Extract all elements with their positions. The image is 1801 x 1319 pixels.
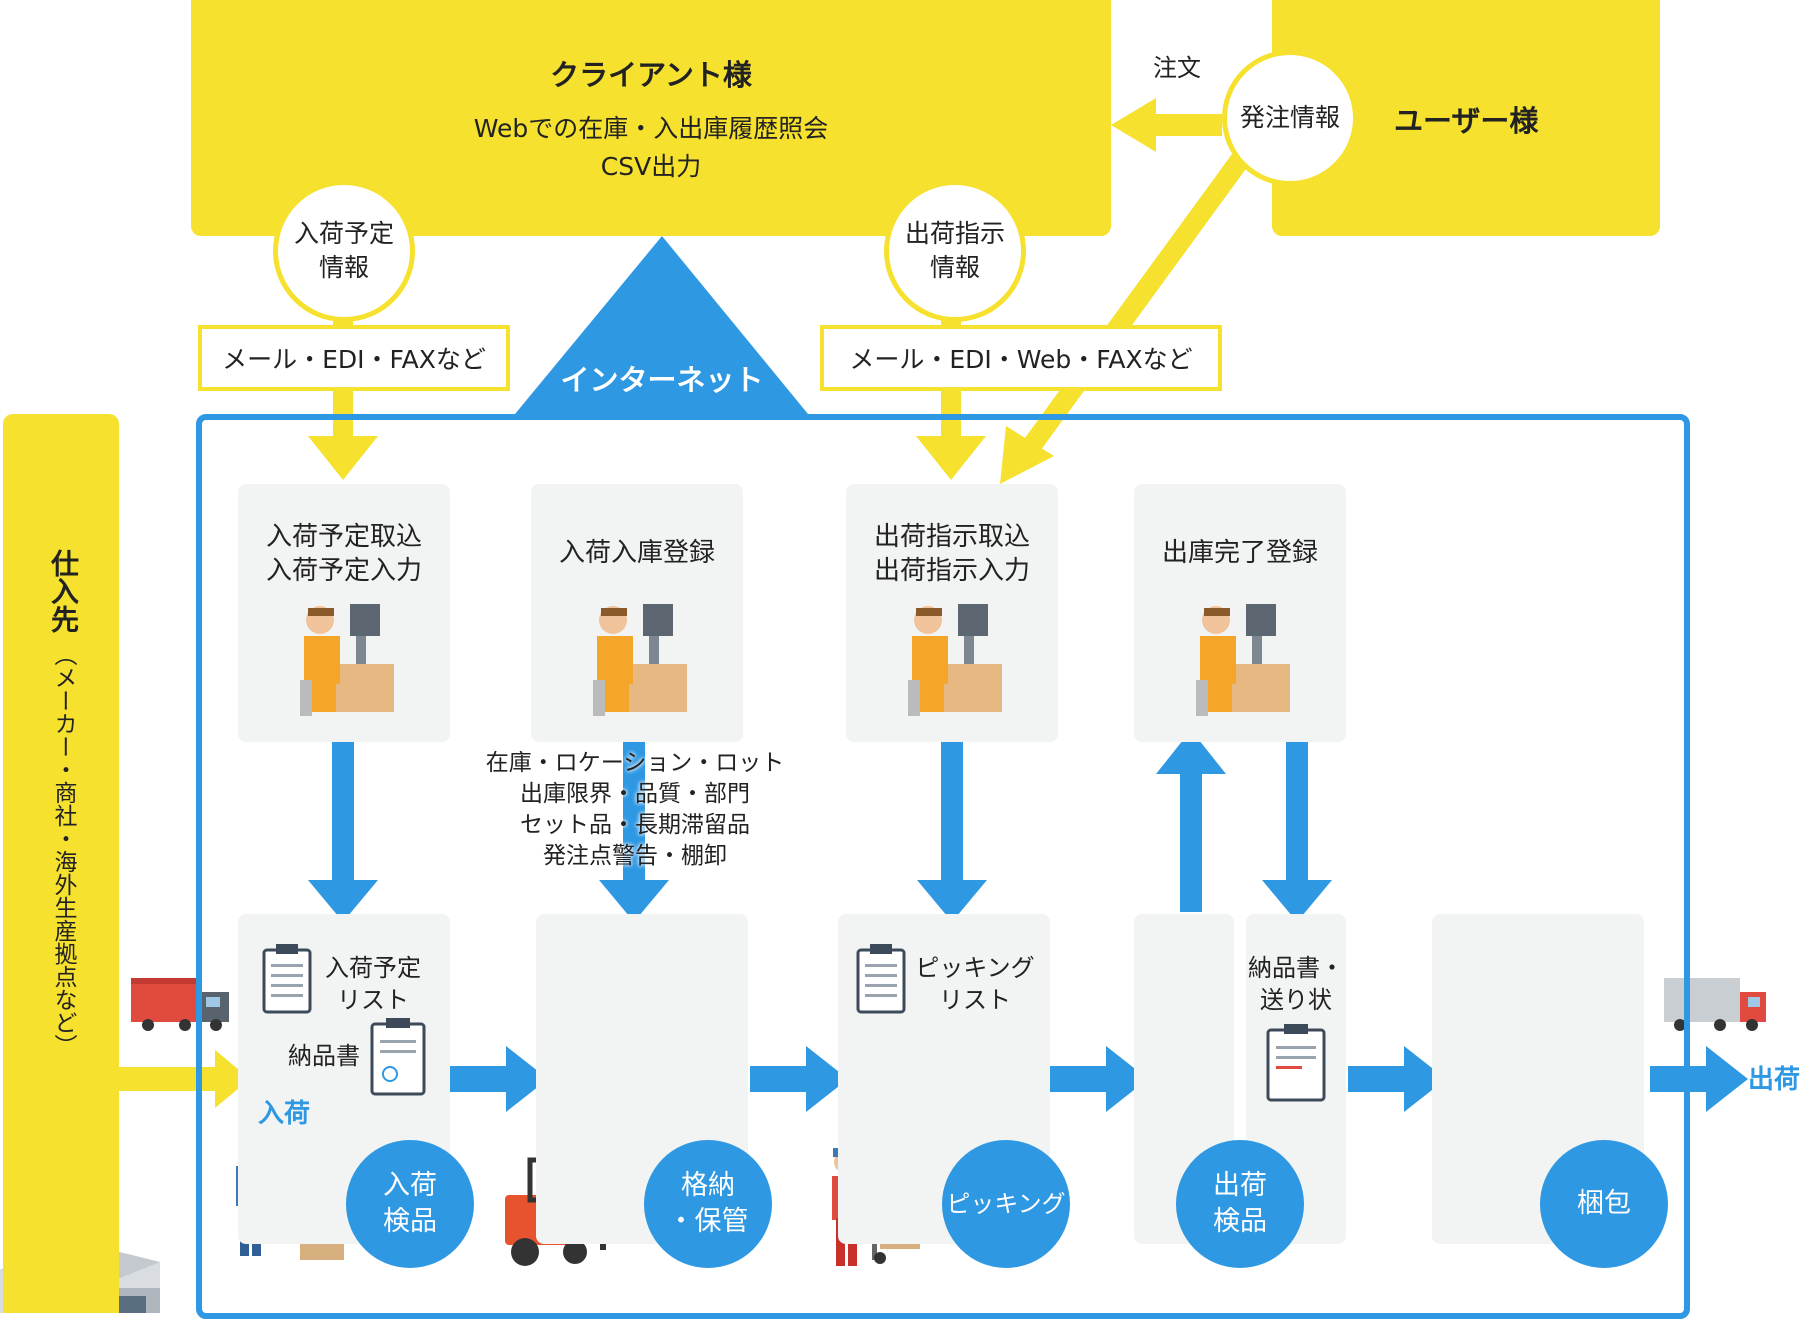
client-feature-csv: CSV出力	[600, 152, 702, 181]
card-receiving-title: 入荷入庫登録	[558, 538, 715, 568]
card-arrival-plan: 入荷予定取込入荷予定入力	[238, 484, 450, 742]
office-worker-icon	[1196, 604, 1290, 716]
shipping-instruction-info-circle: 出荷指示情報	[884, 180, 1026, 322]
inventory-note: 発注点警告・棚卸	[543, 843, 727, 869]
supplier-title: 仕入先	[47, 549, 80, 633]
inventory-note: 出庫限界・品質・部門	[520, 781, 750, 807]
inventory-note: 在庫・ロケーション・ロット	[485, 750, 785, 776]
order-info-arrow	[1021, 154, 1249, 454]
channel-right-box: メール・EDI・Web・FAXなど	[820, 325, 1222, 391]
step-inspection-line1: 入荷	[383, 1170, 437, 1201]
card-shipping-plan: 出荷指示取込出荷指示入力	[846, 484, 1058, 742]
arrival-plan-info-circle: 入荷予定情報	[273, 180, 415, 322]
picking-list-label: ピッキング リスト	[910, 952, 1040, 1016]
outbound-truck-icon	[1664, 978, 1766, 1031]
step-inspection: 入荷検品	[346, 1140, 474, 1268]
channel-left-box: メール・EDI・FAXなど	[198, 325, 510, 391]
arrival-plan-info-line1: 入荷予定	[293, 219, 394, 248]
outbound-label: 出荷	[1748, 1065, 1801, 1095]
picking-list-line2: リスト	[939, 986, 1011, 1014]
step-picking: ピッキング	[942, 1140, 1070, 1268]
invoice-icon	[1266, 1024, 1326, 1102]
supplier-text: 仕入先 （メーカー・商社・海外生産拠点など）	[43, 549, 83, 1057]
client-features: Webでの在庫・入出庫履歴照会 CSV出力	[191, 110, 1111, 186]
card-inspection: 入荷予定 リスト 納品書	[238, 914, 450, 1244]
step-ship-inspection: 出荷検品	[1176, 1140, 1304, 1268]
delivery-note-label: 納品書	[288, 1042, 360, 1070]
office-worker-icon	[593, 604, 687, 716]
invoice-label: 納品書・ 送り状	[1246, 952, 1346, 1016]
supplier-box: 仕入先 （メーカー・商社・海外生産拠点など）	[3, 414, 119, 1313]
client-feature-web: Webでの在庫・入出庫履歴照会	[473, 114, 829, 143]
picking-list-icon	[856, 944, 906, 1014]
internet-triangle	[515, 236, 808, 414]
shipping-instruction-info-line1: 出荷指示	[904, 219, 1005, 248]
internet-label: インターネット	[560, 363, 764, 397]
client-title: クライアント様	[550, 58, 752, 92]
step-storage-line2: ・保管	[667, 1206, 749, 1237]
step-ship-inspection-line2: 検品	[1213, 1206, 1267, 1237]
inventory-notes: 在庫・ロケーション・ロット 出庫限界・品質・部門 セット品・長期滞留品 発注点警…	[470, 748, 800, 872]
invoice-line1: 納品書・	[1248, 954, 1344, 982]
shipping-instruction-info-line2: 情報	[929, 253, 980, 282]
card-receiving: 入荷入庫登録	[531, 484, 743, 742]
step-inspection-line2: 検品	[383, 1206, 437, 1237]
inventory-note: セット品・長期滞留品	[520, 812, 750, 838]
card-shipping-plan-line1: 出荷指示取込	[873, 522, 1030, 552]
user-title: ユーザー様	[1394, 104, 1539, 138]
inbound-label: 入荷	[258, 1099, 311, 1129]
truck-icon	[131, 978, 229, 1031]
arrival-list-line2: リスト	[337, 986, 409, 1014]
card-shipping-plan-line2: 出荷指示入力	[873, 556, 1030, 586]
picking-list-line1: ピッキング	[915, 954, 1035, 982]
step-storage-line1: 格納	[681, 1170, 735, 1201]
card-dispatch: 出庫完了登録	[1134, 484, 1346, 742]
step-ship-inspection-line1: 出荷	[1213, 1170, 1267, 1201]
arrival-plan-info-line2: 情報	[318, 253, 369, 282]
arrival-list-line1: 入荷予定	[325, 954, 421, 982]
office-worker-icon	[300, 604, 394, 716]
upward-arrow	[1156, 730, 1226, 774]
shipping-instruction-arrow	[916, 436, 986, 480]
order-arrow	[1111, 98, 1156, 152]
card-dispatch-title: 出庫完了登録	[1161, 538, 1318, 568]
card-arrival-plan-line2: 入荷予定入力	[265, 556, 422, 586]
invoice-line2: 送り状	[1260, 986, 1332, 1014]
arrival-plan-arrow	[308, 436, 378, 480]
supplier-arrow	[215, 1050, 250, 1108]
card-arrival-plan-line1: 入荷予定取込	[265, 522, 422, 552]
order-label: 注文	[1153, 54, 1201, 82]
office-worker-icon	[908, 604, 1002, 716]
clipboard-icon	[262, 944, 426, 1096]
supplier-sub: （メーカー・商社・海外生産拠点など）	[50, 643, 76, 1057]
step-packing: 梱包	[1540, 1140, 1668, 1268]
step-storage: 格納・保管	[644, 1140, 772, 1268]
order-info-circle: 発注情報	[1222, 50, 1358, 186]
outbound-arrow	[1706, 1046, 1748, 1112]
arrival-list-label: 入荷予定 リスト	[320, 952, 426, 1016]
